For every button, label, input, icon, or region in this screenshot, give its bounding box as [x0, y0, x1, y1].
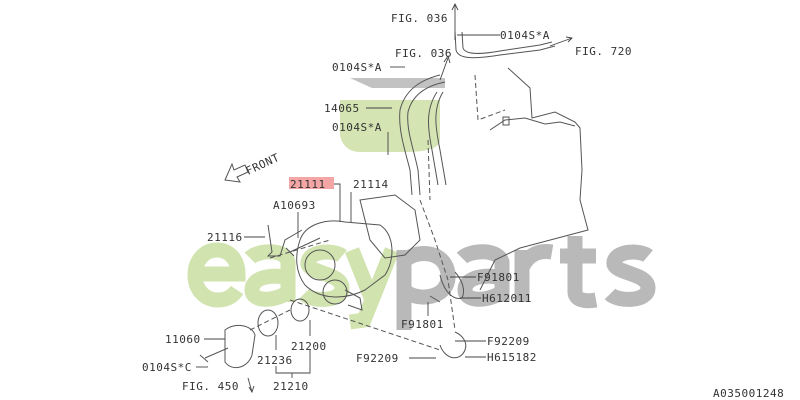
stud-a10693: [285, 237, 321, 257]
label-0104s-a-mid[interactable]: 0104S*A: [332, 121, 382, 134]
label-fig450[interactable]: FIG. 450: [182, 380, 239, 393]
label-h615182[interactable]: H615182: [487, 351, 537, 364]
label-21236[interactable]: 21236: [257, 354, 293, 367]
leader-lines: [196, 34, 500, 378]
label-f91801-upper[interactable]: F91801: [477, 271, 520, 284]
label-0104s-a-top-left[interactable]: 0104S*A: [332, 61, 382, 74]
label-21114[interactable]: 21114: [353, 178, 389, 191]
front-indicator: FRONT: [224, 151, 282, 183]
label-14065[interactable]: 14065: [324, 102, 360, 115]
label-h612011[interactable]: H612011: [482, 292, 532, 305]
engine-block: [474, 67, 589, 291]
label-11060[interactable]: 11060: [165, 333, 201, 346]
label-0104s-c[interactable]: 0104S*C: [142, 361, 192, 374]
thermostat-parts: [199, 298, 310, 369]
label-fig036-mid[interactable]: FIG. 036: [395, 47, 452, 60]
pipe-14065: [399, 31, 556, 331]
part-labels: FIG. 036 0104S*A FIG. 720 FIG. 036 0104S…: [142, 12, 784, 400]
label-f92209-right[interactable]: F92209: [487, 335, 530, 348]
water-pump: [269, 194, 441, 351]
highlight-21111: [289, 177, 334, 189]
label-0104s-a-top-right[interactable]: 0104S*A: [500, 29, 550, 42]
label-21200[interactable]: 21200: [291, 340, 327, 353]
label-21111[interactable]: 21111: [290, 178, 326, 191]
bracket-21116: [266, 224, 303, 257]
watermark-parts: [396, 236, 656, 330]
diagram-id: A035001248: [713, 387, 784, 400]
label-f92209-left[interactable]: F92209: [356, 352, 399, 365]
label-fig036-top[interactable]: FIG. 036: [391, 12, 448, 25]
front-arrow-icon: [224, 162, 249, 183]
label-21116[interactable]: 21116: [207, 231, 243, 244]
label-a10693[interactable]: A10693: [273, 199, 316, 212]
label-f91801-lower[interactable]: F91801: [401, 318, 444, 331]
label-21210[interactable]: 21210: [273, 380, 309, 393]
watermark-logo: [187, 78, 656, 330]
label-fig720[interactable]: FIG. 720: [575, 45, 632, 58]
watermark-easy: [187, 242, 399, 330]
front-label: FRONT: [244, 151, 282, 178]
arrows: [247, 2, 573, 394]
